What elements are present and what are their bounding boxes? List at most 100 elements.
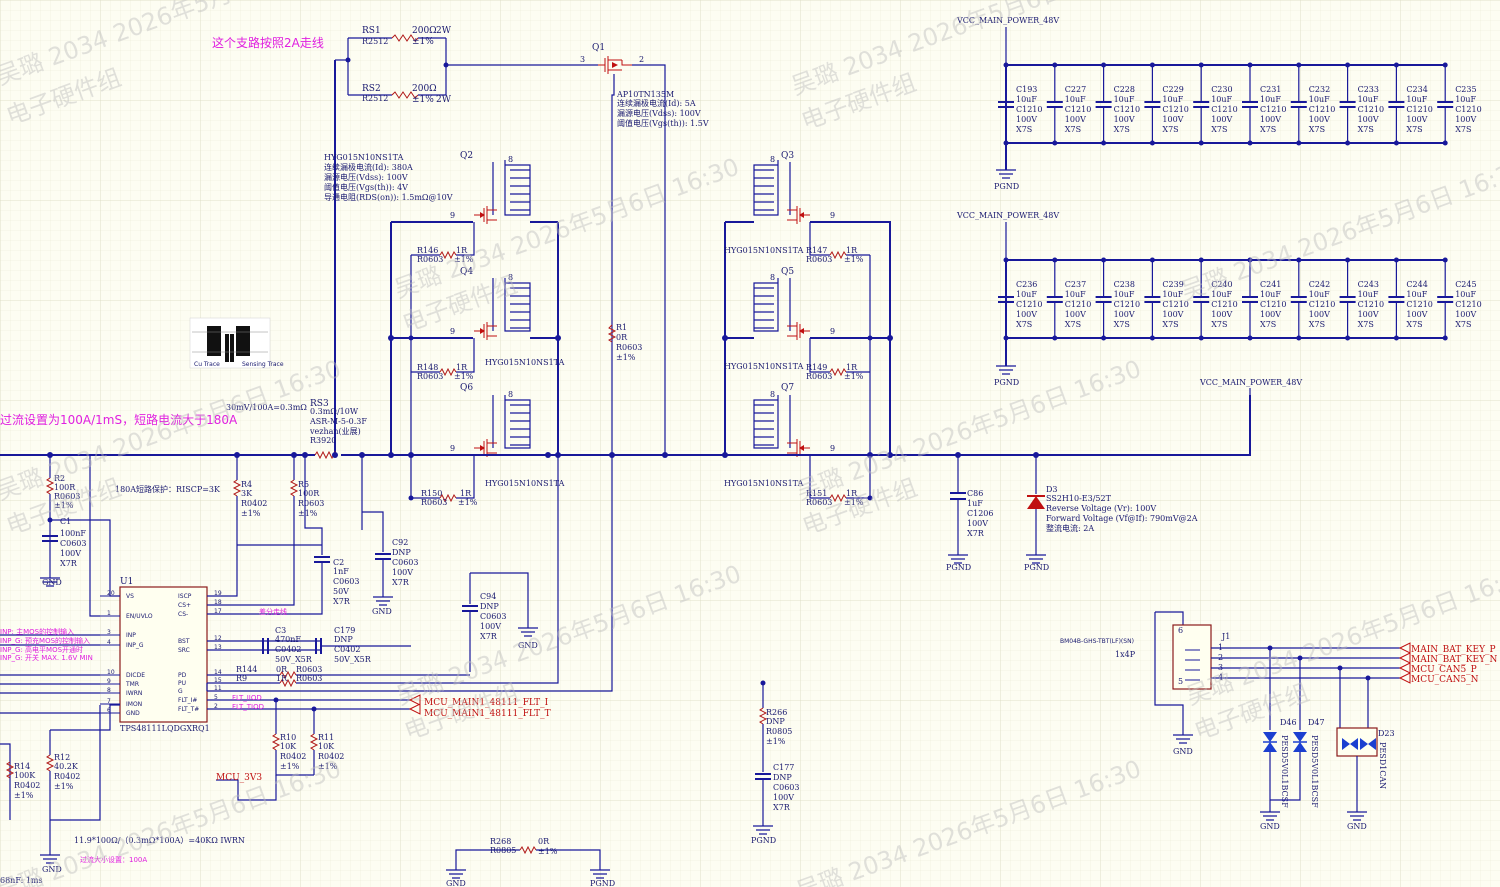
resistor-r9[interactable]: R9 1R R0603 (207, 455, 559, 688)
tvs-d47[interactable]: D47 PESD5V0L1BCSF (1270, 658, 1325, 808)
c2-l1: C0603 (333, 577, 359, 586)
resistor-rs2[interactable]: RS2 R2512 200Ω ±1% 2W (348, 84, 452, 105)
cap-spec: X7S (1406, 320, 1422, 329)
cap-spec: 10uF (1260, 95, 1281, 104)
tvs-d23[interactable]: GND D23 PESD1CAN (1336, 668, 1395, 831)
mosfet-q3[interactable]: Q3 8 9 HYG015N10NS1TA (724, 151, 835, 255)
cap-spec: X7S (1114, 320, 1130, 329)
r151-value: 1R (846, 489, 858, 498)
pin-num: 8 (107, 687, 111, 694)
cap-spec: C1210 (1260, 105, 1286, 114)
r12-tol: ±1% (54, 782, 74, 791)
r1-tol: ±1% (616, 353, 636, 362)
cap-ref: C228 (1114, 85, 1135, 94)
resistor-r151[interactable]: R151 R0603 1R ±1% (806, 455, 870, 507)
r11-tol: ±1% (318, 762, 338, 771)
ic-u1[interactable]: U1 TPS48111LQDGXRQ1 (119, 577, 210, 733)
mosfet-q4[interactable]: Q4 8 9 HYG015N10NS1TA (450, 267, 565, 367)
mosfet-q1[interactable]: Q1 3 2 AP10TN135M 连续漏极电流(Id): 5A 漏源电压(Vd… (580, 43, 709, 455)
resistor-r144[interactable]: R144 0R R0603 (207, 665, 470, 680)
r146-pkg: R0603 (417, 255, 443, 264)
q5-drain-pin: 8 (770, 273, 775, 282)
resistor-r147[interactable]: R147 R0603 1R ±1% (806, 222, 870, 264)
cap-spec: 100V (1309, 310, 1330, 319)
r268-pkg: R0805 (490, 846, 516, 855)
pin-num: 9 (107, 678, 111, 685)
resistor-r5[interactable]: R5 100R R0603 ±1% (207, 455, 324, 606)
capacitor-c92[interactable]: GND C92 DNP C0603 100V X7R (372, 538, 418, 616)
capacitor-c86[interactable]: PGND C86 1uF C1206 100V X7R (946, 455, 993, 572)
capacitor-c1[interactable]: GND C1 100nF C0603 100V X7R (40, 517, 86, 587)
cap-spec: 10uF (1016, 290, 1037, 299)
d3-ref: D3 (1046, 485, 1058, 494)
r14-pkg: R0402 (14, 781, 40, 790)
diode-d3[interactable]: PGND D3 SS2H10-E3/52T Reverse Voltage (V… (1024, 455, 1198, 572)
resistor-r266[interactable]: R266 DNP R0805 ±1% (758, 707, 792, 772)
capacitor-c3[interactable]: C3 470nF C0402 50V_X5R (262, 626, 313, 664)
left-fet-group: Q2 8 9 Q4 8 9 HYG015N10NS1TA Q6 8 (450, 151, 565, 488)
q3-ref: Q3 (781, 151, 794, 161)
resistor-r11[interactable]: R11 10K R0402 ±1% (309, 709, 344, 775)
j1-ref: J1 (1221, 632, 1230, 641)
capacitor-c2[interactable]: C2 1nF C0603 50V X7R (207, 556, 359, 615)
mosfet-q7[interactable]: Q7 8 9 HYG015N10NS1TA (724, 383, 835, 488)
r11-pkg: R0402 (318, 752, 344, 761)
capacitor-c177[interactable]: PGND C177 DNP C0603 100V X7R (751, 763, 799, 845)
cap-spec: 100V (1016, 115, 1037, 124)
pgnd-2: PGND (994, 378, 1019, 387)
resistor-r14[interactable]: R14 100K R0402 ±1% (5, 761, 40, 800)
cap-bank-1: C19310uFC1210100VX7SC22710uFC1210100VX7S… (998, 62, 1482, 146)
u1-note-0: INP: 主MOS的控制输入 (0, 627, 74, 636)
mosfet-q2[interactable]: Q2 8 9 (450, 151, 531, 224)
resistor-rs1[interactable]: RS1 R2512 200Ω 2W ±1% (348, 26, 452, 47)
cap-spec: X7S (1358, 125, 1374, 134)
cap-spec: C1210 (1455, 105, 1481, 114)
resistor-r146[interactable]: R146 R0603 1R ±1% (411, 222, 475, 264)
cap-spec: C1210 (1016, 105, 1042, 114)
r2-ref: R2 (54, 474, 65, 483)
rs1-power: 2W (436, 26, 452, 36)
resistor-r150[interactable]: R150 R0603 1R ±1% (411, 455, 478, 507)
capacitor-c94[interactable]: GND C94 DNP C0603 100V X7R (462, 573, 538, 672)
c92-ref: C92 (392, 538, 408, 547)
resistor-r12[interactable]: R12 40.2K R0402 ±1% (45, 730, 80, 855)
r9-ref: R9 (236, 674, 247, 683)
mosfet-q5[interactable]: Q5 8 9 HYG015N10NS1TA (724, 267, 835, 371)
q6-ref: Q6 (460, 383, 473, 393)
cap-spec: C1210 (1211, 105, 1237, 114)
resistor-r148[interactable]: R148 R0603 1R ±1% (411, 338, 475, 381)
cap-spec: 10uF (1358, 95, 1379, 104)
resistor-r268[interactable]: GND PGND R268 R0805 0R ±1% (446, 837, 615, 887)
resistor-r1[interactable]: R1 0R R0603 ±1% (607, 323, 642, 362)
resistor-r149[interactable]: R149 R0603 1R ±1% (806, 338, 870, 381)
tvs-d46[interactable]: GND D46 PESD5V0L1BCSF (1260, 648, 1297, 831)
pin-name: ISCP (178, 593, 192, 600)
cap-ref: C244 (1406, 280, 1427, 289)
mosfet-q6[interactable]: Q6 8 9 HYG015N10NS1TA (450, 383, 565, 488)
cap-spec: 100V (1114, 115, 1135, 124)
rs1-pkg: R2512 (362, 37, 388, 46)
